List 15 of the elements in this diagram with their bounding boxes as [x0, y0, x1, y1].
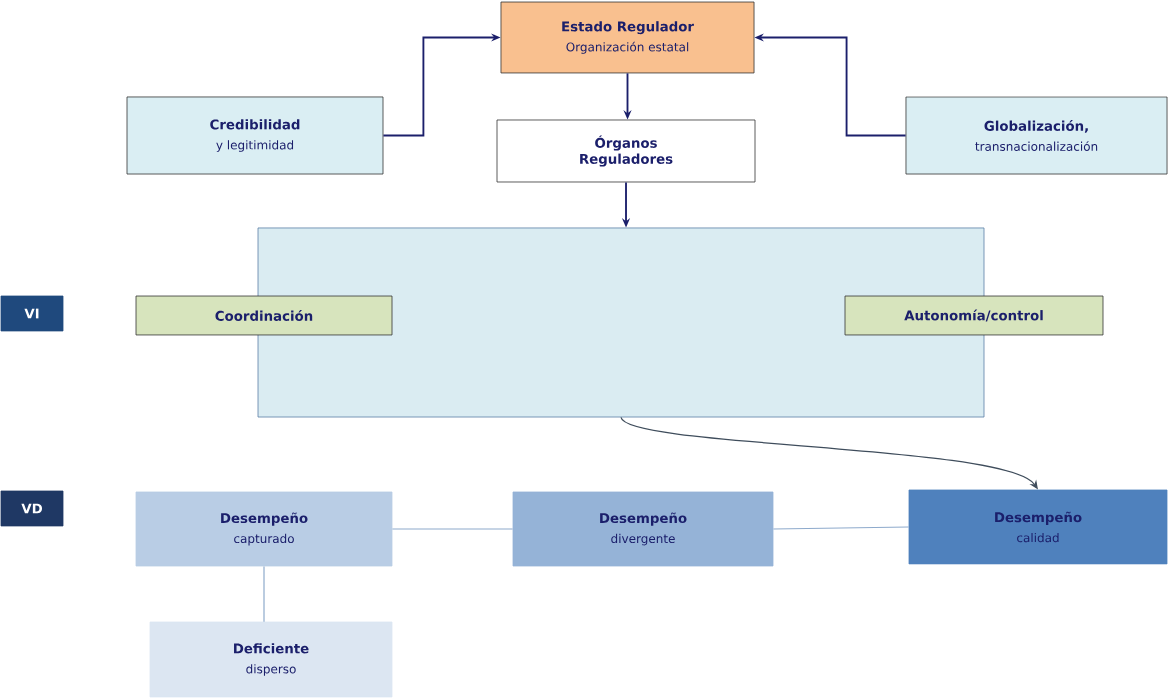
- variable-box: Coordinación: [135, 295, 393, 336]
- variable-tag: VD: [0, 490, 64, 527]
- connector-line: [391, 528, 514, 530]
- connector-line: [772, 526, 910, 530]
- outcome-box: Desempeño calidad: [908, 489, 1168, 565]
- process-box: Credibilidad y legitimidad: [126, 96, 384, 175]
- outcome-box: Deficiente disperso: [149, 621, 393, 698]
- variable-box: Autonomía/control: [844, 295, 1104, 336]
- connector-line: [263, 565, 265, 623]
- process-box: Globalización, transnacionalización: [905, 96, 1168, 175]
- variable-tag: VI: [0, 295, 64, 332]
- outcome-box: Desempeño capturado: [135, 491, 393, 567]
- outcome-box: Desempeño divergente: [512, 491, 774, 567]
- process-box: Estado Regulador Organización estatal: [500, 1, 755, 74]
- process-box: Órganos Reguladores: [496, 119, 756, 183]
